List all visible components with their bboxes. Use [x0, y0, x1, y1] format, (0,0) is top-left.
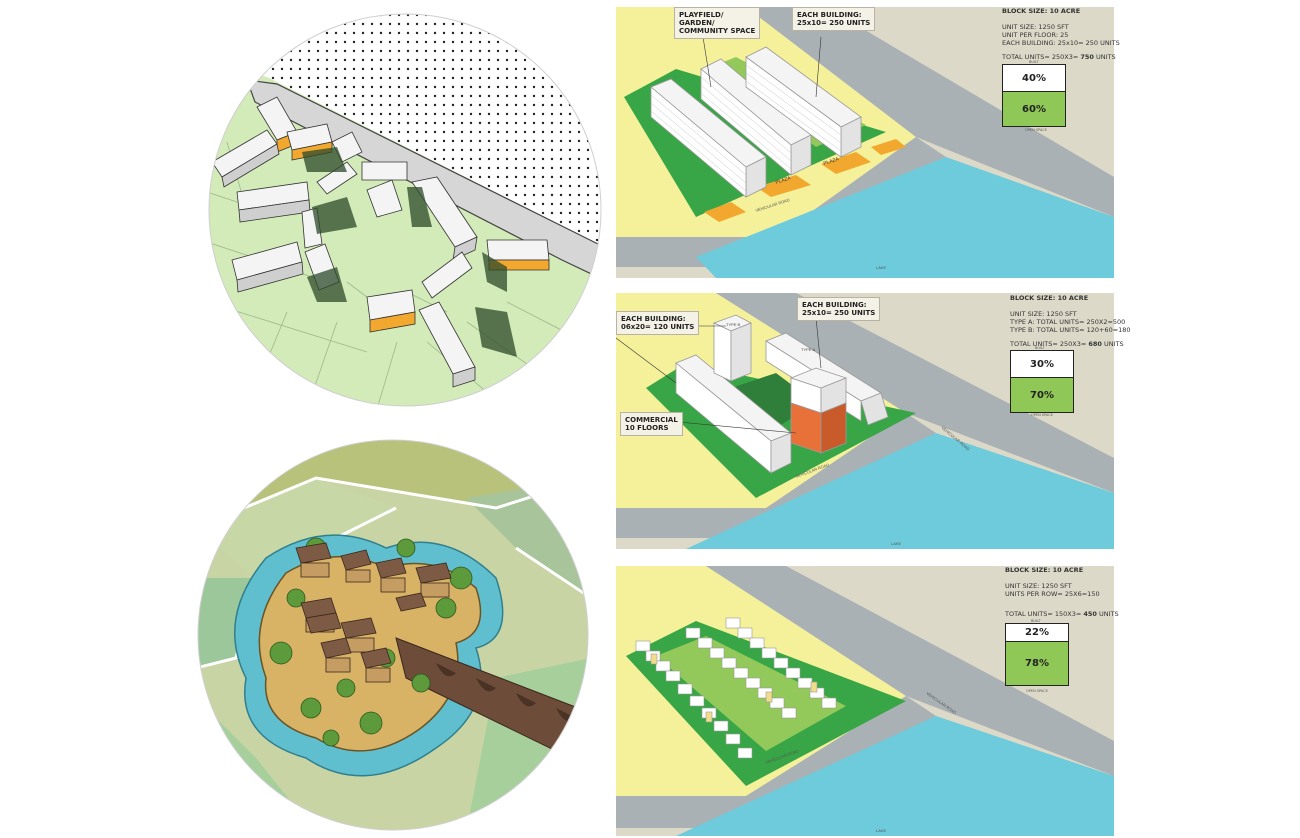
lake-label: LAKE [891, 541, 902, 546]
open-small-label: OPEN SPACE [1026, 689, 1048, 693]
built-small-label: BUILT [1035, 346, 1045, 350]
open-percent: 78% [1006, 641, 1068, 685]
block-size: BLOCK SIZE: 10 ACRE [1002, 7, 1081, 15]
info-line: EACH BUILDING: 25x10= 250 UNITS [1002, 39, 1120, 47]
plaza-left [704, 202, 746, 222]
callout-type-b: EACH BUILDING: 06x20= 120 UNITS [616, 311, 700, 335]
open-small-label: OPEN SPACE [1025, 128, 1047, 132]
callout-type-a: EACH BUILDING: 25x10= 250 UNITS [797, 297, 881, 321]
open-small-label: OPEN SPACE [1031, 413, 1053, 417]
scheme-2-ratio: 30% 70% [1010, 350, 1074, 413]
total-units: TOTAL UNITS= 250X3= 750 UNITS [1002, 53, 1116, 61]
type-a-label: TYPE A [801, 347, 815, 352]
scheme-3-info: BLOCK SIZE: 10 ACRE UNIT SIZE: 1250 SFT … [1005, 566, 1119, 618]
built-small-label: BUILT [1029, 60, 1039, 64]
info-line: UNITS PER ROW= 25X6=150 [1005, 590, 1100, 598]
total-units: TOTAL UNITS= 250X3= 680 UNITS [1010, 340, 1124, 348]
scheme-1-ratio: 40% 60% [1002, 64, 1066, 127]
info-line: UNIT SIZE: 1250 SFT [1010, 310, 1077, 318]
island-village-circle [197, 439, 589, 831]
scheme-3-ratio: 22% 78% [1005, 623, 1069, 686]
built-percent: 30% [1011, 351, 1073, 377]
type-b-label: TYPE B [726, 322, 741, 327]
lake-label: LAKE [876, 265, 887, 270]
open-percent: 60% [1003, 91, 1065, 126]
block-size: BLOCK SIZE: 10 ACRE [1005, 566, 1084, 574]
total-units: TOTAL UNITS= 150X3= 450 UNITS [1005, 610, 1119, 618]
plaza-label-1: PLAZA [775, 175, 793, 186]
scheme-2-info: BLOCK SIZE: 10 ACRE UNIT SIZE: 1250 SFT … [1010, 294, 1131, 348]
cluster-masterplan-circle [208, 13, 602, 407]
scheme-3-diagram: VEHICULAR ROAD VEHICULAR ROAD LAKE [616, 566, 1114, 836]
callout-each-building: EACH BUILDING: 25x10= 250 UNITS [792, 7, 876, 31]
lake-label: LAKE [876, 828, 887, 833]
callout-playfield: PLAYFIELD/ GARDEN/ COMMUNITY SPACE [674, 7, 761, 39]
info-line: TYPE A: TOTAL UNITS= 250X2=500 [1010, 318, 1126, 326]
info-line: TYPE B: TOTAL UNITS= 120+60=180 [1010, 326, 1131, 334]
built-percent: 22% [1006, 624, 1068, 641]
built-small-label: BUILT [1031, 619, 1041, 623]
info-line: UNIT SIZE: 1250 SFT [1002, 23, 1069, 31]
block-size: BLOCK SIZE: 10 ACRE [1010, 294, 1089, 302]
plaza-label-2: PLAZA [823, 156, 841, 167]
info-line: UNIT SIZE: 1250 SFT [1005, 582, 1072, 590]
built-percent: 40% [1003, 65, 1065, 91]
open-percent: 70% [1011, 377, 1073, 412]
info-line: UNIT PER FLOOR: 25 [1002, 31, 1069, 39]
scheme-2-diagram: TYPE B TYPE A VEHICULAR ROAD VEHICULAR R… [616, 293, 1114, 549]
scheme-1-diagram: PLAZA PLAZA VEHICULAR ROAD LAKE [616, 7, 1114, 278]
scheme-1-info: BLOCK SIZE: 10 ACRE UNIT SIZE: 1250 SFT … [1002, 7, 1120, 61]
callout-commercial: COMMERCIAL 10 FLOORS [620, 412, 683, 436]
